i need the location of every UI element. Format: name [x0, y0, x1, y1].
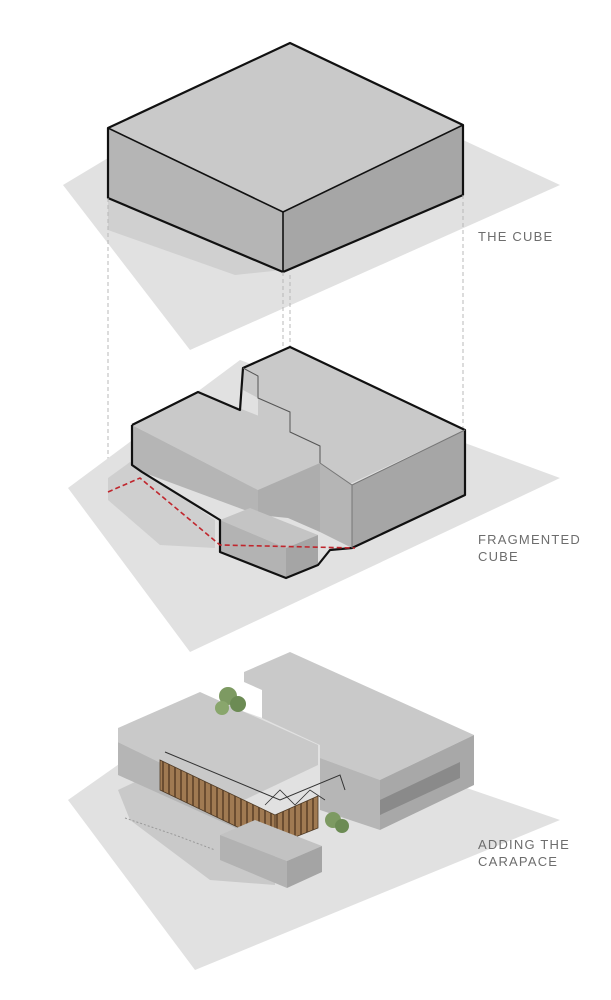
fragment-east-front	[320, 463, 352, 548]
steel-frame	[164, 751, 346, 801]
carapace-east-top	[244, 652, 474, 780]
cube-left-face	[108, 128, 283, 272]
carapace-east-recess	[380, 762, 460, 815]
stage-label-adding-the-carapace: ADDING THE CARAPACE	[478, 837, 570, 869]
stage-adding-the-carapace	[68, 652, 560, 970]
cube-edge-top	[107, 124, 464, 213]
stage-label-fragmented-cube: FRAGMENTED CUBE	[478, 532, 581, 564]
tree-icon	[215, 687, 246, 715]
steel-truss	[264, 789, 326, 806]
fragment-west-left	[132, 425, 258, 515]
fragment-box-top	[220, 508, 318, 548]
fragment-west-top	[132, 392, 320, 496]
driveway-lines	[124, 817, 216, 851]
carapace-box-left	[220, 835, 287, 888]
cube-right-face	[283, 125, 463, 272]
fragment-cast-shadow	[108, 462, 215, 548]
fragment-outline	[130, 345, 467, 580]
fragment-box-left	[220, 520, 286, 578]
original-footprint-outline	[107, 477, 356, 549]
carapace-west-top	[118, 692, 318, 802]
stage-label-the-cube: THE CUBE	[478, 229, 554, 244]
fragment-east-top	[243, 347, 465, 498]
fragment-west-front	[258, 463, 320, 532]
stage-fragmented-cube	[68, 345, 560, 652]
carapace-box-top	[220, 820, 322, 861]
carapace-east-front	[320, 758, 380, 830]
carapace-box-right	[287, 846, 322, 888]
stage-the-cube	[63, 41, 560, 350]
fragment-inner-edge-a	[242, 367, 321, 463]
fragment-east-right	[352, 430, 465, 548]
tree-icon	[325, 812, 349, 833]
